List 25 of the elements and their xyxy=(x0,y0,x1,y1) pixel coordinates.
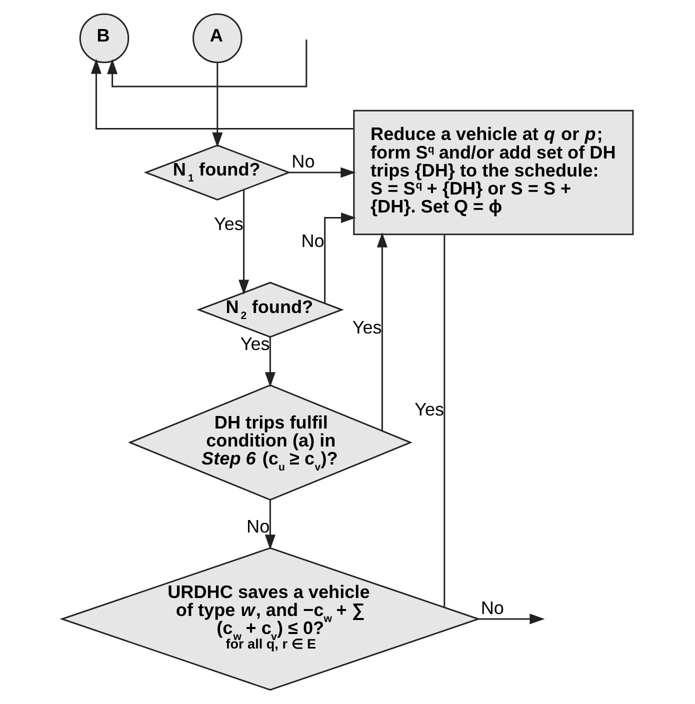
arrow xyxy=(90,58,354,130)
edge-label: No xyxy=(292,151,315,172)
node-diamond: URDHC saves a vehicle of type w, and −c$_{w}$ + ∑ (c$_{w}$ + c$_{v}$) ≤ 0? for all q, r ∈ E xyxy=(60,547,481,691)
edge-label: No xyxy=(301,230,324,251)
arrow xyxy=(264,500,276,550)
node-circle: A xyxy=(192,13,242,64)
arrow xyxy=(324,212,356,304)
arrow xyxy=(107,39,308,88)
node-diamond: N$_{1}$ found? xyxy=(144,144,292,200)
edge-label: Yes xyxy=(414,400,444,420)
arrow xyxy=(212,62,223,148)
node-diamond: DH trips fulfil condition (a) in Step 6 (c$_{u}$ ≥ c$_{v}$)? xyxy=(128,384,412,501)
arrow xyxy=(289,167,356,178)
node-circle: B xyxy=(79,13,130,64)
edge-label: Yes xyxy=(352,318,382,338)
arrow xyxy=(478,614,545,624)
node-diamond: N$_{2}$ found? xyxy=(196,282,344,338)
arrow xyxy=(376,232,388,431)
edge-label: No xyxy=(480,598,504,618)
node-box: Reduce a vehicle at q or p; form S$^{q}$ and/or add set of DH trips {DH} to the schedule: S = S$^{q}$ + {DH} or S = S + {DH}. Set Q = ϕ xyxy=(353,110,634,236)
connector xyxy=(444,234,446,608)
arrow xyxy=(238,190,250,295)
edge-label: No xyxy=(246,516,270,536)
edge-label: Yes xyxy=(214,214,244,234)
arrow xyxy=(264,337,276,388)
